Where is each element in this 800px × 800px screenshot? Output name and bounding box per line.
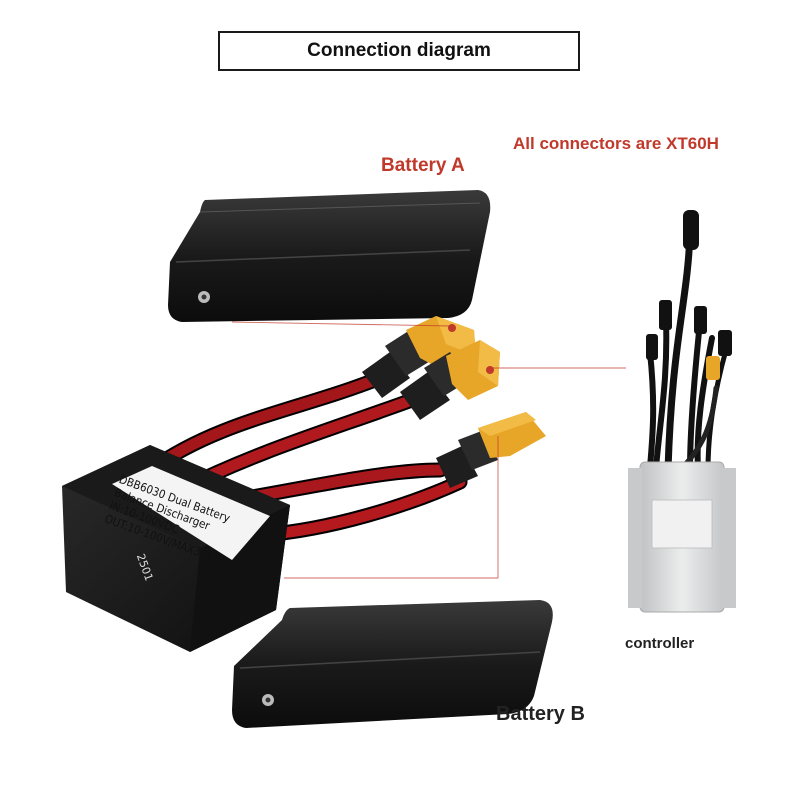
- label-battery-b: Battery B: [496, 703, 585, 725]
- xt60h-connector-b: [436, 412, 546, 488]
- controller-unit: [628, 210, 736, 613]
- pointer-battery-a: [231, 321, 451, 327]
- xt60h-connector-controller: [400, 340, 500, 420]
- balance-discharger: [62, 445, 290, 652]
- label-battery-a: Battery A: [381, 155, 465, 176]
- controller-sticker: [651, 499, 713, 549]
- pointer-battery-b: [284, 436, 499, 579]
- label-controller: controller: [625, 635, 695, 652]
- pointer-lines: [231, 321, 626, 579]
- battery-a: [168, 190, 491, 322]
- label-connectors-note: All connectors are XT60H: [513, 134, 719, 153]
- battery-b: [232, 600, 553, 728]
- controller-plug: [683, 210, 699, 250]
- page-title: Connection diagram: [307, 40, 491, 61]
- discharger-label: [112, 466, 270, 560]
- title-box: Connection diagram: [218, 31, 580, 71]
